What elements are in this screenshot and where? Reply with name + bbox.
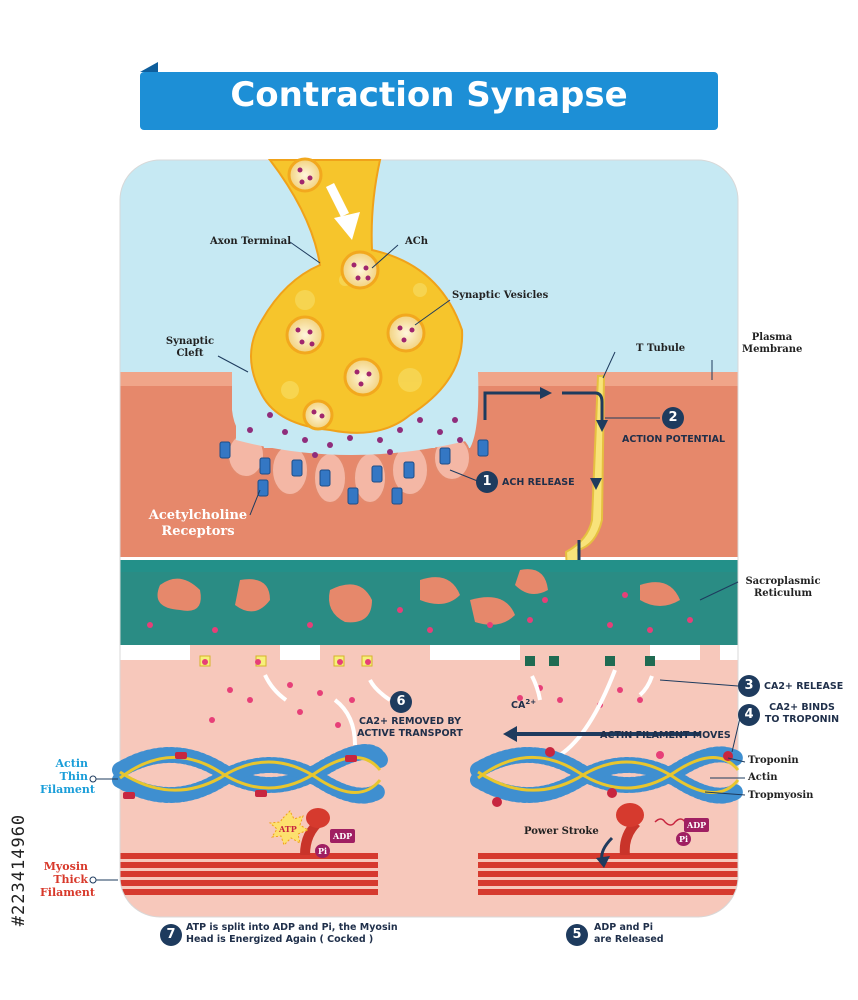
ca-ion-label: CA2+ bbox=[511, 698, 537, 712]
actin-thin-filament-right bbox=[470, 746, 746, 807]
actin-thin-filament-left bbox=[112, 744, 388, 804]
adp-badge-left: ADP bbox=[330, 829, 356, 843]
atp-label: ATP bbox=[279, 824, 297, 834]
step-7-badge: 7 bbox=[160, 924, 182, 946]
tropomyosin-label: Tropmyosin bbox=[748, 790, 814, 801]
actin-filament-moves-label: ACTIN FILAMENT MOVES bbox=[600, 730, 731, 741]
page-title: Contraction Synapse bbox=[230, 75, 628, 115]
axon-terminal bbox=[250, 159, 464, 434]
step-3-caption: CA2+ RELEASE bbox=[764, 681, 844, 692]
axon-terminal-label: Axon Terminal bbox=[210, 236, 291, 247]
step-6-badge: 6 bbox=[390, 691, 412, 713]
acetylcholine-receptors bbox=[219, 439, 489, 505]
actin-label: Actin bbox=[748, 772, 778, 783]
myosin-thick-filament-right bbox=[478, 853, 738, 895]
ach-label: ACh bbox=[405, 236, 428, 247]
step-2-caption: ACTION POTENTIAL bbox=[622, 434, 726, 445]
pi-badge-left: Pi bbox=[315, 844, 331, 858]
synaptic-vesicles-label: Synaptic Vesicles bbox=[452, 290, 549, 301]
step-4-badge: 4 bbox=[738, 704, 760, 726]
power-stroke-label: Power Stroke bbox=[524, 826, 599, 837]
adp-badge-right: ADP bbox=[684, 818, 710, 832]
step-1-caption: ACH RELEASE bbox=[502, 477, 575, 488]
title-banner bbox=[140, 62, 718, 130]
myosin-thick-filament-left bbox=[120, 853, 378, 895]
step-7-caption: ATP is split into ADP and Pi, the Myosin… bbox=[186, 922, 398, 945]
atp-burst bbox=[268, 810, 310, 846]
troponin-label: Troponin bbox=[748, 755, 799, 766]
sarcoplasmic-reticulum bbox=[120, 560, 738, 660]
pi-badge-right: Pi bbox=[676, 832, 692, 846]
step-1-badge: 1 bbox=[476, 471, 498, 493]
step-5-badge: 5 bbox=[566, 924, 588, 946]
actin-thin-filament-label: Actin Thin Filament bbox=[40, 757, 96, 796]
step-2-badge: 2 bbox=[662, 407, 684, 429]
stock-id-watermark: #223414960 bbox=[9, 813, 29, 927]
t-tubule-label: T Tubule bbox=[636, 343, 686, 354]
synaptic-vesicles bbox=[285, 157, 426, 431]
myosin-thick-filament-label: Myosin Thick Filament bbox=[40, 860, 96, 899]
step-3-badge: 3 bbox=[738, 675, 760, 697]
